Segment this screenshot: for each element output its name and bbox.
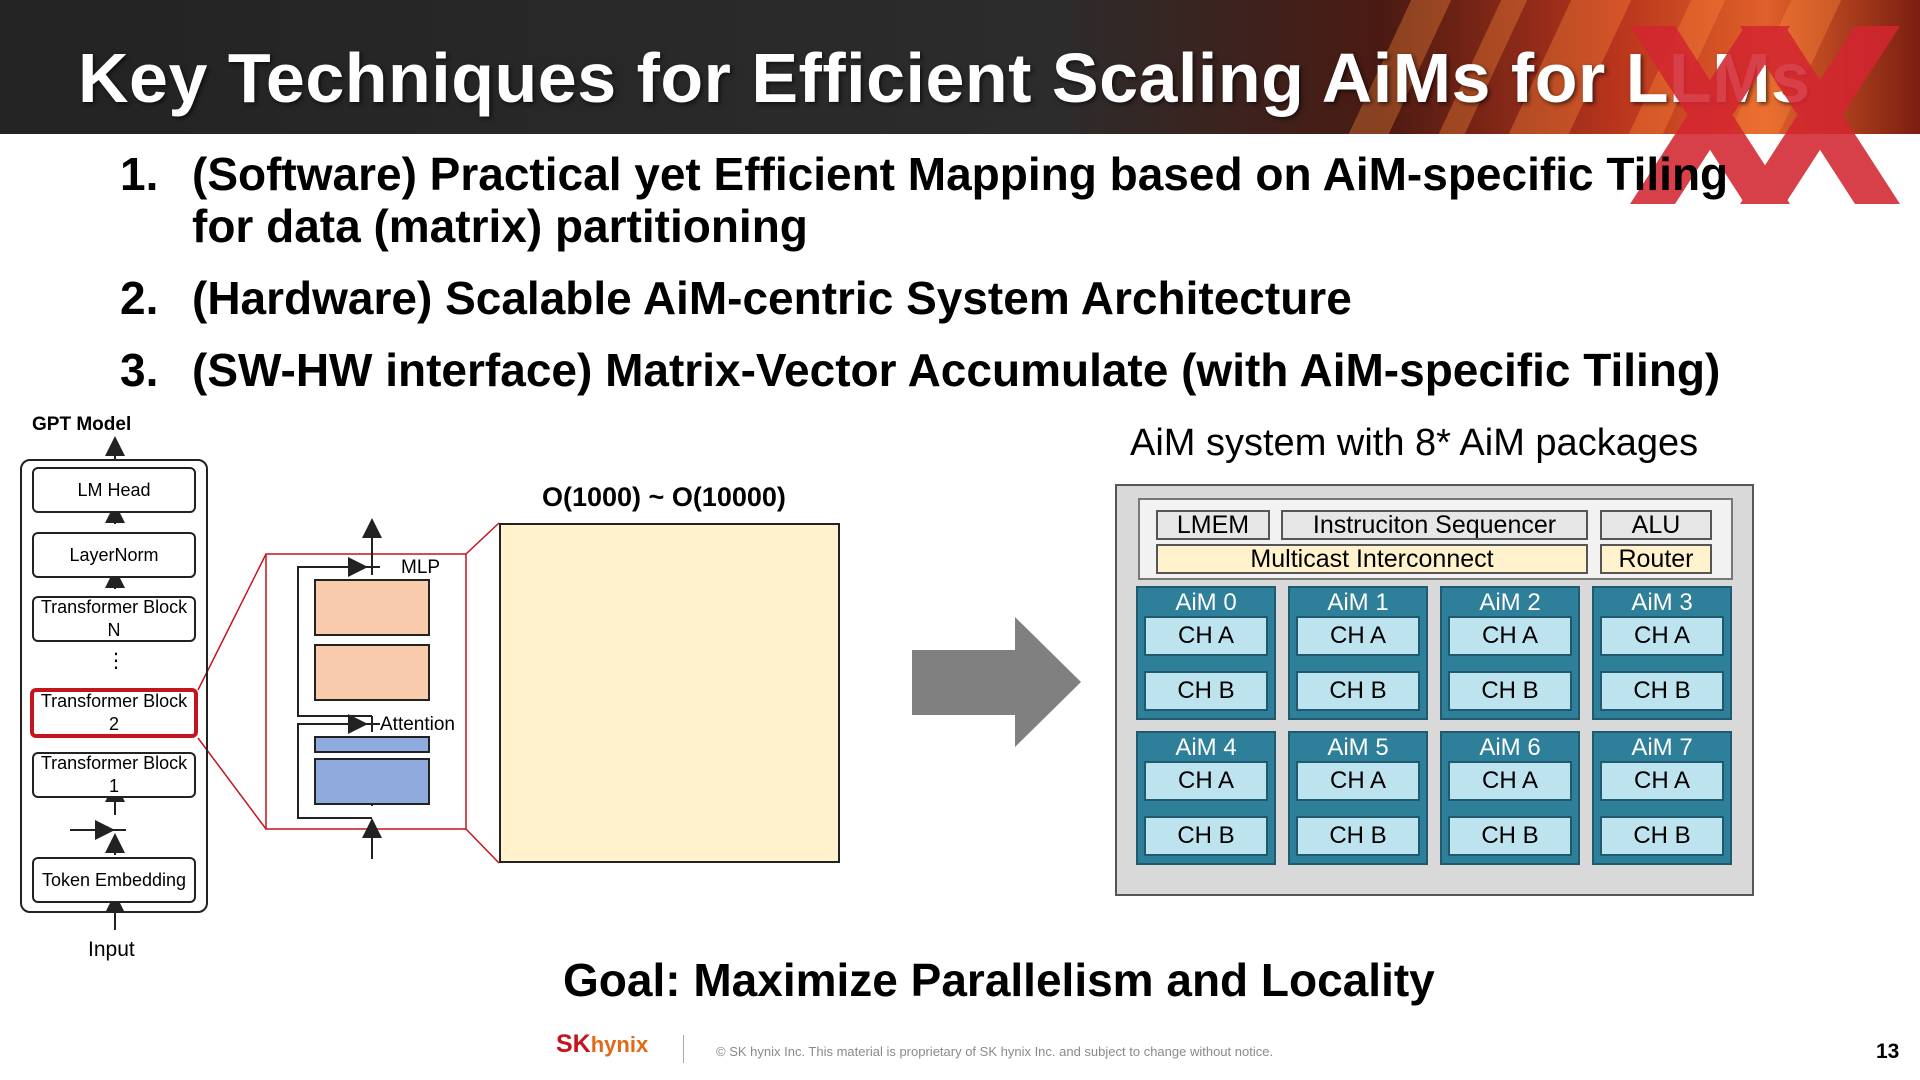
system-caption: AiM system with 8* AiM packages	[1130, 422, 1699, 464]
page-number: 13	[1876, 1040, 1900, 1063]
channel-a: CH A	[1600, 761, 1724, 801]
point-text: (SW-HW interface) Matrix-Vector Accumula…	[192, 344, 1721, 396]
goal-statement: Goal: Maximize Parallelism and Locality	[563, 954, 1435, 1006]
slide-title: Key Techniques for Efficient Scaling AiM…	[78, 39, 1811, 117]
mlp-label: MLP	[401, 557, 441, 578]
channel-a: CH A	[1600, 616, 1724, 656]
attention-norm	[314, 736, 430, 753]
logo-hynix: hynix	[590, 1032, 649, 1057]
ellipsis: ⋮	[106, 650, 126, 672]
architecture-diagram: GPT Model LM Head LayerNorm Transformer …	[0, 410, 1920, 1006]
point-number: 1.	[120, 148, 159, 200]
block-transformer-2-highlighted: Transformer Block 2	[30, 688, 198, 738]
aim-package-name: AiM 1	[1327, 589, 1389, 616]
title-banner: Key Techniques for Efficient Scaling AiM…	[0, 0, 1920, 134]
aim-package-name: AiM 7	[1631, 734, 1693, 761]
channel-b: CH B	[1296, 671, 1420, 711]
channel-b: CH B	[1600, 816, 1724, 856]
copyright-note: © SK hynix Inc. This material is proprie…	[716, 1044, 1274, 1059]
point-1: 1. (Software) Practical yet Efficient Ma…	[120, 148, 1820, 252]
channel-a: CH A	[1296, 616, 1420, 656]
aim-package-name: AiM 0	[1175, 589, 1237, 616]
attention-layer	[314, 758, 430, 805]
channel-a: CH A	[1448, 616, 1572, 656]
key-points-list: 1. (Software) Practical yet Efficient Ma…	[120, 148, 1820, 416]
mlp-layer-1	[314, 579, 430, 636]
mlp-layer-2	[314, 644, 430, 701]
point-3: 3. (SW-HW interface) Matrix-Vector Accum…	[120, 344, 1820, 396]
router-box: Router	[1600, 544, 1712, 574]
channel-b: CH B	[1448, 671, 1572, 711]
gpt-model-label: GPT Model	[32, 414, 132, 435]
gpt-model-frame	[20, 459, 208, 913]
block-transformer-1: Transformer Block 1	[32, 752, 196, 798]
aim-package-name: AiM 4	[1175, 734, 1237, 761]
point-text: (Software) Practical yet Efficient Mappi…	[192, 148, 1729, 200]
block-lm-head: LM Head	[32, 467, 196, 513]
attention-label: Attention	[380, 714, 455, 735]
point-number: 2.	[120, 272, 159, 324]
sk-hynix-logo: SKhynix	[556, 1030, 648, 1059]
aim-package-name: AiM 5	[1327, 734, 1389, 761]
channel-b: CH B	[1296, 816, 1420, 856]
aim-package-name: AiM 6	[1479, 734, 1541, 761]
aim-package-name: AiM 2	[1479, 589, 1541, 616]
footer-divider	[683, 1035, 684, 1063]
lmem-box: LMEM	[1156, 510, 1270, 540]
channel-b: CH B	[1600, 671, 1724, 711]
alu-box: ALU	[1600, 510, 1712, 540]
point-2: 2. (Hardware) Scalable AiM-centric Syste…	[120, 272, 1820, 324]
aim-package-name: AiM 3	[1631, 589, 1693, 616]
input-label: Input	[88, 938, 135, 961]
xx-logo-icon	[1630, 26, 1900, 204]
channel-a: CH A	[1296, 761, 1420, 801]
point-text: (Hardware) Scalable AiM-centric System A…	[192, 272, 1352, 324]
channel-b: CH B	[1144, 671, 1268, 711]
point-text-continued: for data (matrix) partitioning	[192, 200, 808, 252]
point-number: 3.	[120, 344, 159, 396]
multicast-interconnect-box: Multicast Interconnect	[1156, 544, 1588, 574]
logo-sk: SK	[556, 1030, 591, 1058]
channel-a: CH A	[1448, 761, 1572, 801]
channel-a: CH A	[1144, 616, 1268, 656]
block-layernorm: LayerNorm	[32, 532, 196, 578]
matrix-size-label: O(1000) ~ O(10000)	[542, 482, 786, 512]
channel-b: CH B	[1448, 816, 1572, 856]
channel-a: CH A	[1144, 761, 1268, 801]
block-transformer-n: Transformer Block N	[32, 596, 196, 642]
weight-matrix	[499, 523, 840, 863]
instruction-sequencer-box: Instruciton Sequencer	[1281, 510, 1588, 540]
right-arrow-icon	[912, 617, 1081, 747]
block-token-embedding: Token Embedding	[32, 857, 196, 903]
channel-b: CH B	[1144, 816, 1268, 856]
diagram-connectors	[70, 436, 1081, 930]
